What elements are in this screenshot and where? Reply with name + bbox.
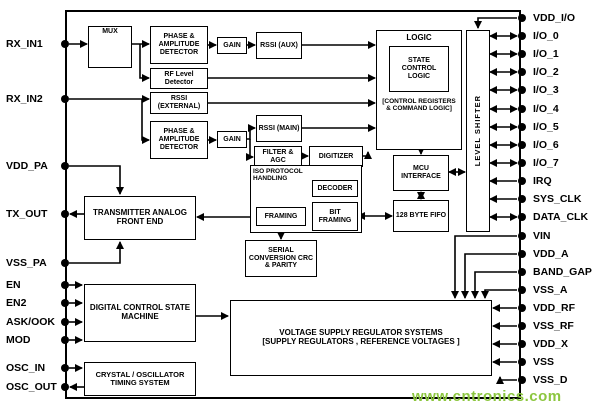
pin-dot-en2 xyxy=(61,299,69,307)
mux-block: MUX xyxy=(88,26,132,68)
pin-label-band-gap: BAND_GAP xyxy=(533,266,592,278)
framing-block: FRAMING xyxy=(256,207,306,226)
logic-title: LOGIC xyxy=(406,33,432,42)
fifo-block: 128 BYTE FIFO xyxy=(393,200,449,232)
pin-label-vdd-a: VDD_A xyxy=(533,248,569,260)
mcu-interface-block: MCU INTERFACE xyxy=(393,155,449,191)
pin-dot-vdd-pa xyxy=(61,162,69,170)
pin-dot-en xyxy=(61,281,69,289)
watermark: www.cntronics.com xyxy=(412,388,562,405)
pin-dot-vss xyxy=(518,358,526,366)
pin-dot-ask-ook xyxy=(61,318,69,326)
pin-label-rx-in1: RX_IN1 xyxy=(6,38,43,50)
bit-framing-block: BIT FRAMING xyxy=(312,202,358,231)
pin-label-vss-pa: VSS_PA xyxy=(6,257,47,269)
pin-label-io-2: I/O_2 xyxy=(533,66,559,78)
pin-label-mod: MOD xyxy=(6,334,31,346)
pin-dot-tx-out xyxy=(61,210,69,218)
pin-label-io-4: I/O_4 xyxy=(533,103,559,115)
pin-dot-vdd-rf xyxy=(518,304,526,312)
pin-dot-data-clk xyxy=(518,213,526,221)
pin-dot-vdd-x xyxy=(518,340,526,348)
pin-label-vss-a: VSS_A xyxy=(533,284,568,296)
gain-bottom-block: GAIN xyxy=(217,131,247,148)
pin-label-vdd-pa: VDD_PA xyxy=(6,160,48,172)
pin-label-vss-rf: VSS_RF xyxy=(533,320,574,332)
pin-dot-vdd-a xyxy=(518,250,526,258)
mux-label: MUX xyxy=(102,28,118,35)
pin-dot-io-4 xyxy=(518,105,526,113)
pin-dot-vss-d xyxy=(518,376,526,384)
pin-dot-rx-in2 xyxy=(61,95,69,103)
pin-label-tx-out: TX_OUT xyxy=(6,208,48,220)
pin-label-ask-ook: ASK/OOK xyxy=(6,316,56,328)
pin-dot-rx-in1 xyxy=(61,40,69,48)
rssi-external-block: RSSI (EXTERNAL) xyxy=(150,92,208,114)
chip-boundary xyxy=(65,10,521,399)
pin-dot-vss-pa xyxy=(61,259,69,267)
pin-label-osc-in: OSC_IN xyxy=(6,362,46,374)
voltage-regulator-line1: VOLTAGE SUPPLY REGULATOR SYSTEMS xyxy=(279,328,443,338)
pin-dot-osc-out xyxy=(61,383,69,391)
control-registers-label: [CONTROL REGISTERS & COMMAND LOGIC] xyxy=(382,98,456,113)
crystal-oscillator-block: CRYSTAL / OSCILLATOR TIMING SYSTEM xyxy=(84,362,196,396)
pin-label-vss: VSS xyxy=(533,356,555,368)
pin-label-rx-in2: RX_IN2 xyxy=(6,93,43,105)
pin-dot-band-gap xyxy=(518,268,526,276)
pin-dot-vin xyxy=(518,232,526,240)
pin-label-io-5: I/O_5 xyxy=(533,121,559,133)
pin-label-vdd-x: VDD_X xyxy=(533,338,569,350)
gain-top-block: GAIN xyxy=(217,37,247,54)
pin-label-vdd-rf: VDD_RF xyxy=(533,302,576,314)
pin-dot-io-6 xyxy=(518,141,526,149)
pin-dot-vss-a xyxy=(518,286,526,294)
pin-label-osc-out: OSC_OUT xyxy=(6,381,57,393)
pin-label-io-6: I/O_6 xyxy=(533,139,559,151)
serial-conversion-block: SERIAL CONVERSION CRC & PARITY xyxy=(245,240,317,277)
rssi-main-block: RSSI (MAIN) xyxy=(256,115,302,142)
pin-dot-io-3 xyxy=(518,86,526,94)
pin-label-io-7: I/O_7 xyxy=(533,157,559,169)
pin-label-en: EN xyxy=(6,279,21,291)
pin-label-vss-d: VSS_D xyxy=(533,374,568,386)
pin-dot-vdd-io xyxy=(518,14,526,22)
pin-dot-io-1 xyxy=(518,50,526,58)
pin-dot-io-7 xyxy=(518,159,526,167)
pin-label-data-clk: DATA_CLK xyxy=(533,211,589,223)
state-control-logic-block: STATE CONTROL LOGIC xyxy=(389,46,449,92)
pin-label-irq: IRQ xyxy=(533,175,552,187)
pin-dot-vss-rf xyxy=(518,322,526,330)
rf-level-detector-block: RF Level Detector xyxy=(150,68,208,89)
pin-label-io-3: I/O_3 xyxy=(533,84,559,96)
pin-dot-mod xyxy=(61,336,69,344)
rssi-aux-block: RSSI (AUX) xyxy=(256,32,302,59)
pin-dot-irq xyxy=(518,177,526,185)
pin-dot-osc-in xyxy=(61,364,69,372)
level-shifter-label: LEVEL SHIFTER xyxy=(472,95,482,167)
pin-dot-io-0 xyxy=(518,32,526,40)
transmitter-analog-front-end-block: TRANSMITTER ANALOG FRONT END xyxy=(84,196,196,240)
voltage-regulator-block: VOLTAGE SUPPLY REGULATOR SYSTEMS [SUPPLY… xyxy=(230,300,492,376)
pin-label-io-0: I/O_0 xyxy=(533,30,559,42)
phase-amplitude-detector-top-block: PHASE & AMPLITUDE DETECTOR xyxy=(150,26,208,64)
digital-control-state-machine-block: DIGITAL CONTROL STATE MACHINE xyxy=(84,284,196,342)
level-shifter-block: LEVEL SHIFTER xyxy=(466,30,490,232)
pin-label-en2: EN2 xyxy=(6,297,27,309)
pin-label-io-1: I/O_1 xyxy=(533,48,559,60)
voltage-regulator-line2: [SUPPLY REGULATORS , REFERENCE VOLTAGES … xyxy=(262,337,460,346)
iso-protocol-handling-label: ISO PROTOCOL HANDLING xyxy=(253,168,303,183)
digitizer-block: DIGITIZER xyxy=(309,146,363,167)
pin-dot-io-2 xyxy=(518,68,526,76)
pin-label-sys-clk: SYS_CLK xyxy=(533,193,582,205)
pin-dot-io-5 xyxy=(518,123,526,131)
pin-label-vin: VIN xyxy=(533,230,551,242)
pin-label-vdd-io: VDD_I/O xyxy=(533,12,576,24)
pin-dot-sys-clk xyxy=(518,195,526,203)
decoder-block: DECODER xyxy=(312,180,358,197)
phase-amplitude-detector-bottom-block: PHASE & AMPLITUDE DETECTOR xyxy=(150,121,208,159)
